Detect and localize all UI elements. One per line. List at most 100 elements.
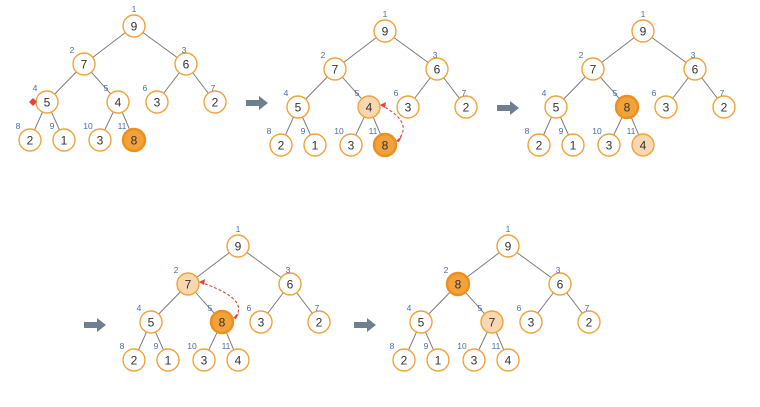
heap-node: 63 [548, 265, 572, 296]
node-value: 9 [131, 20, 138, 34]
node-circle [373, 19, 397, 43]
node-value: 4 [505, 354, 512, 368]
heap-node: 54 [284, 88, 310, 119]
node-circle [52, 128, 76, 152]
node-index: 3 [556, 265, 561, 275]
node-value: 7 [81, 58, 88, 72]
node-value: 1 [570, 139, 577, 153]
node-value: 1 [312, 139, 319, 153]
tree-edge [163, 72, 180, 94]
tree-edge [355, 116, 365, 136]
node-circle [480, 310, 504, 334]
tree-edge [601, 37, 635, 63]
node-circle [372, 132, 398, 158]
node-value: 3 [663, 101, 670, 115]
heap-node: 75 [478, 303, 504, 334]
heap-node: 72 [174, 265, 200, 296]
node-value: 5 [295, 101, 302, 115]
node-circle [683, 57, 707, 81]
node-index: 6 [652, 88, 657, 98]
node-value: 6 [557, 278, 564, 292]
node-index: 8 [525, 126, 530, 136]
node-value: 3 [471, 354, 478, 368]
tree-edge [225, 331, 235, 351]
node-circle [357, 95, 381, 119]
heap-node: 310 [457, 341, 486, 372]
node-index: 3 [691, 50, 696, 60]
heap-node: 28 [16, 121, 42, 152]
heap-node: 19 [559, 126, 585, 157]
right-arrow-icon [354, 318, 376, 332]
node-value: 3 [258, 316, 265, 330]
node-index: 1 [236, 224, 241, 234]
tree-edge [672, 77, 689, 99]
tree-edge [630, 116, 640, 136]
node-index: 3 [182, 45, 187, 55]
node-circle [445, 271, 471, 297]
node-index: 5 [208, 303, 213, 313]
swap-arrowhead-icon [233, 313, 239, 319]
node-index: 10 [334, 126, 344, 136]
tree-edge [495, 331, 505, 351]
node-circle [631, 19, 655, 43]
swap-arrow [380, 104, 404, 142]
swap-arrow [199, 281, 240, 319]
tree-edge [599, 76, 621, 100]
node-index: 10 [592, 126, 602, 136]
node-index: 3 [286, 265, 291, 275]
node-index: 11 [492, 341, 501, 351]
swap-arrowhead-icon [199, 279, 205, 285]
node-circle [249, 310, 273, 334]
node-circle [597, 133, 621, 157]
node-circle [88, 128, 112, 152]
right-arrow-icon [84, 318, 106, 332]
tree-edge [142, 32, 178, 58]
heap-node: 54 [137, 303, 163, 334]
tree-edge [343, 37, 377, 63]
heap-node: 19 [50, 121, 76, 152]
heap-node: 36 [247, 303, 273, 334]
heap-node: 63 [683, 50, 707, 81]
tree-edge [563, 76, 586, 100]
node-value: 8 [219, 316, 226, 330]
tree-edge [121, 111, 131, 131]
node-value: 2 [131, 354, 138, 368]
heap-node: 310 [83, 121, 112, 152]
node-circle [454, 95, 478, 119]
node-value: 9 [640, 25, 647, 39]
heap-node: 27 [454, 88, 478, 119]
tree-edge [428, 291, 451, 315]
heap-node: 72 [70, 45, 96, 76]
node-value: 8 [382, 139, 389, 153]
node-index: 4 [542, 88, 547, 98]
node-index: 2 [70, 45, 75, 55]
heap-node: 19 [154, 341, 180, 372]
heap-node: 19 [301, 126, 327, 157]
tree-edge [208, 331, 218, 351]
heap-node: 85 [208, 303, 235, 335]
heap-node: 63 [174, 45, 198, 76]
heap-node: 28 [120, 341, 146, 372]
node-circle [712, 95, 736, 119]
heap-node: 310 [592, 126, 621, 157]
node-circle [425, 57, 449, 81]
node-index: 7 [315, 303, 320, 313]
node-circle [303, 133, 327, 157]
node-value: 4 [640, 139, 647, 153]
node-circle [396, 95, 420, 119]
node-index: 2 [321, 50, 326, 60]
node-value: 5 [553, 101, 560, 115]
node-circle [561, 133, 585, 157]
heap-node: 85 [613, 88, 640, 120]
node-circle [496, 234, 520, 258]
node-circle [72, 52, 96, 76]
heap-node: 28 [525, 126, 551, 157]
node-value: 8 [131, 134, 138, 148]
node-circle [121, 127, 147, 153]
node-circle [176, 272, 200, 296]
node-circle [122, 14, 146, 38]
